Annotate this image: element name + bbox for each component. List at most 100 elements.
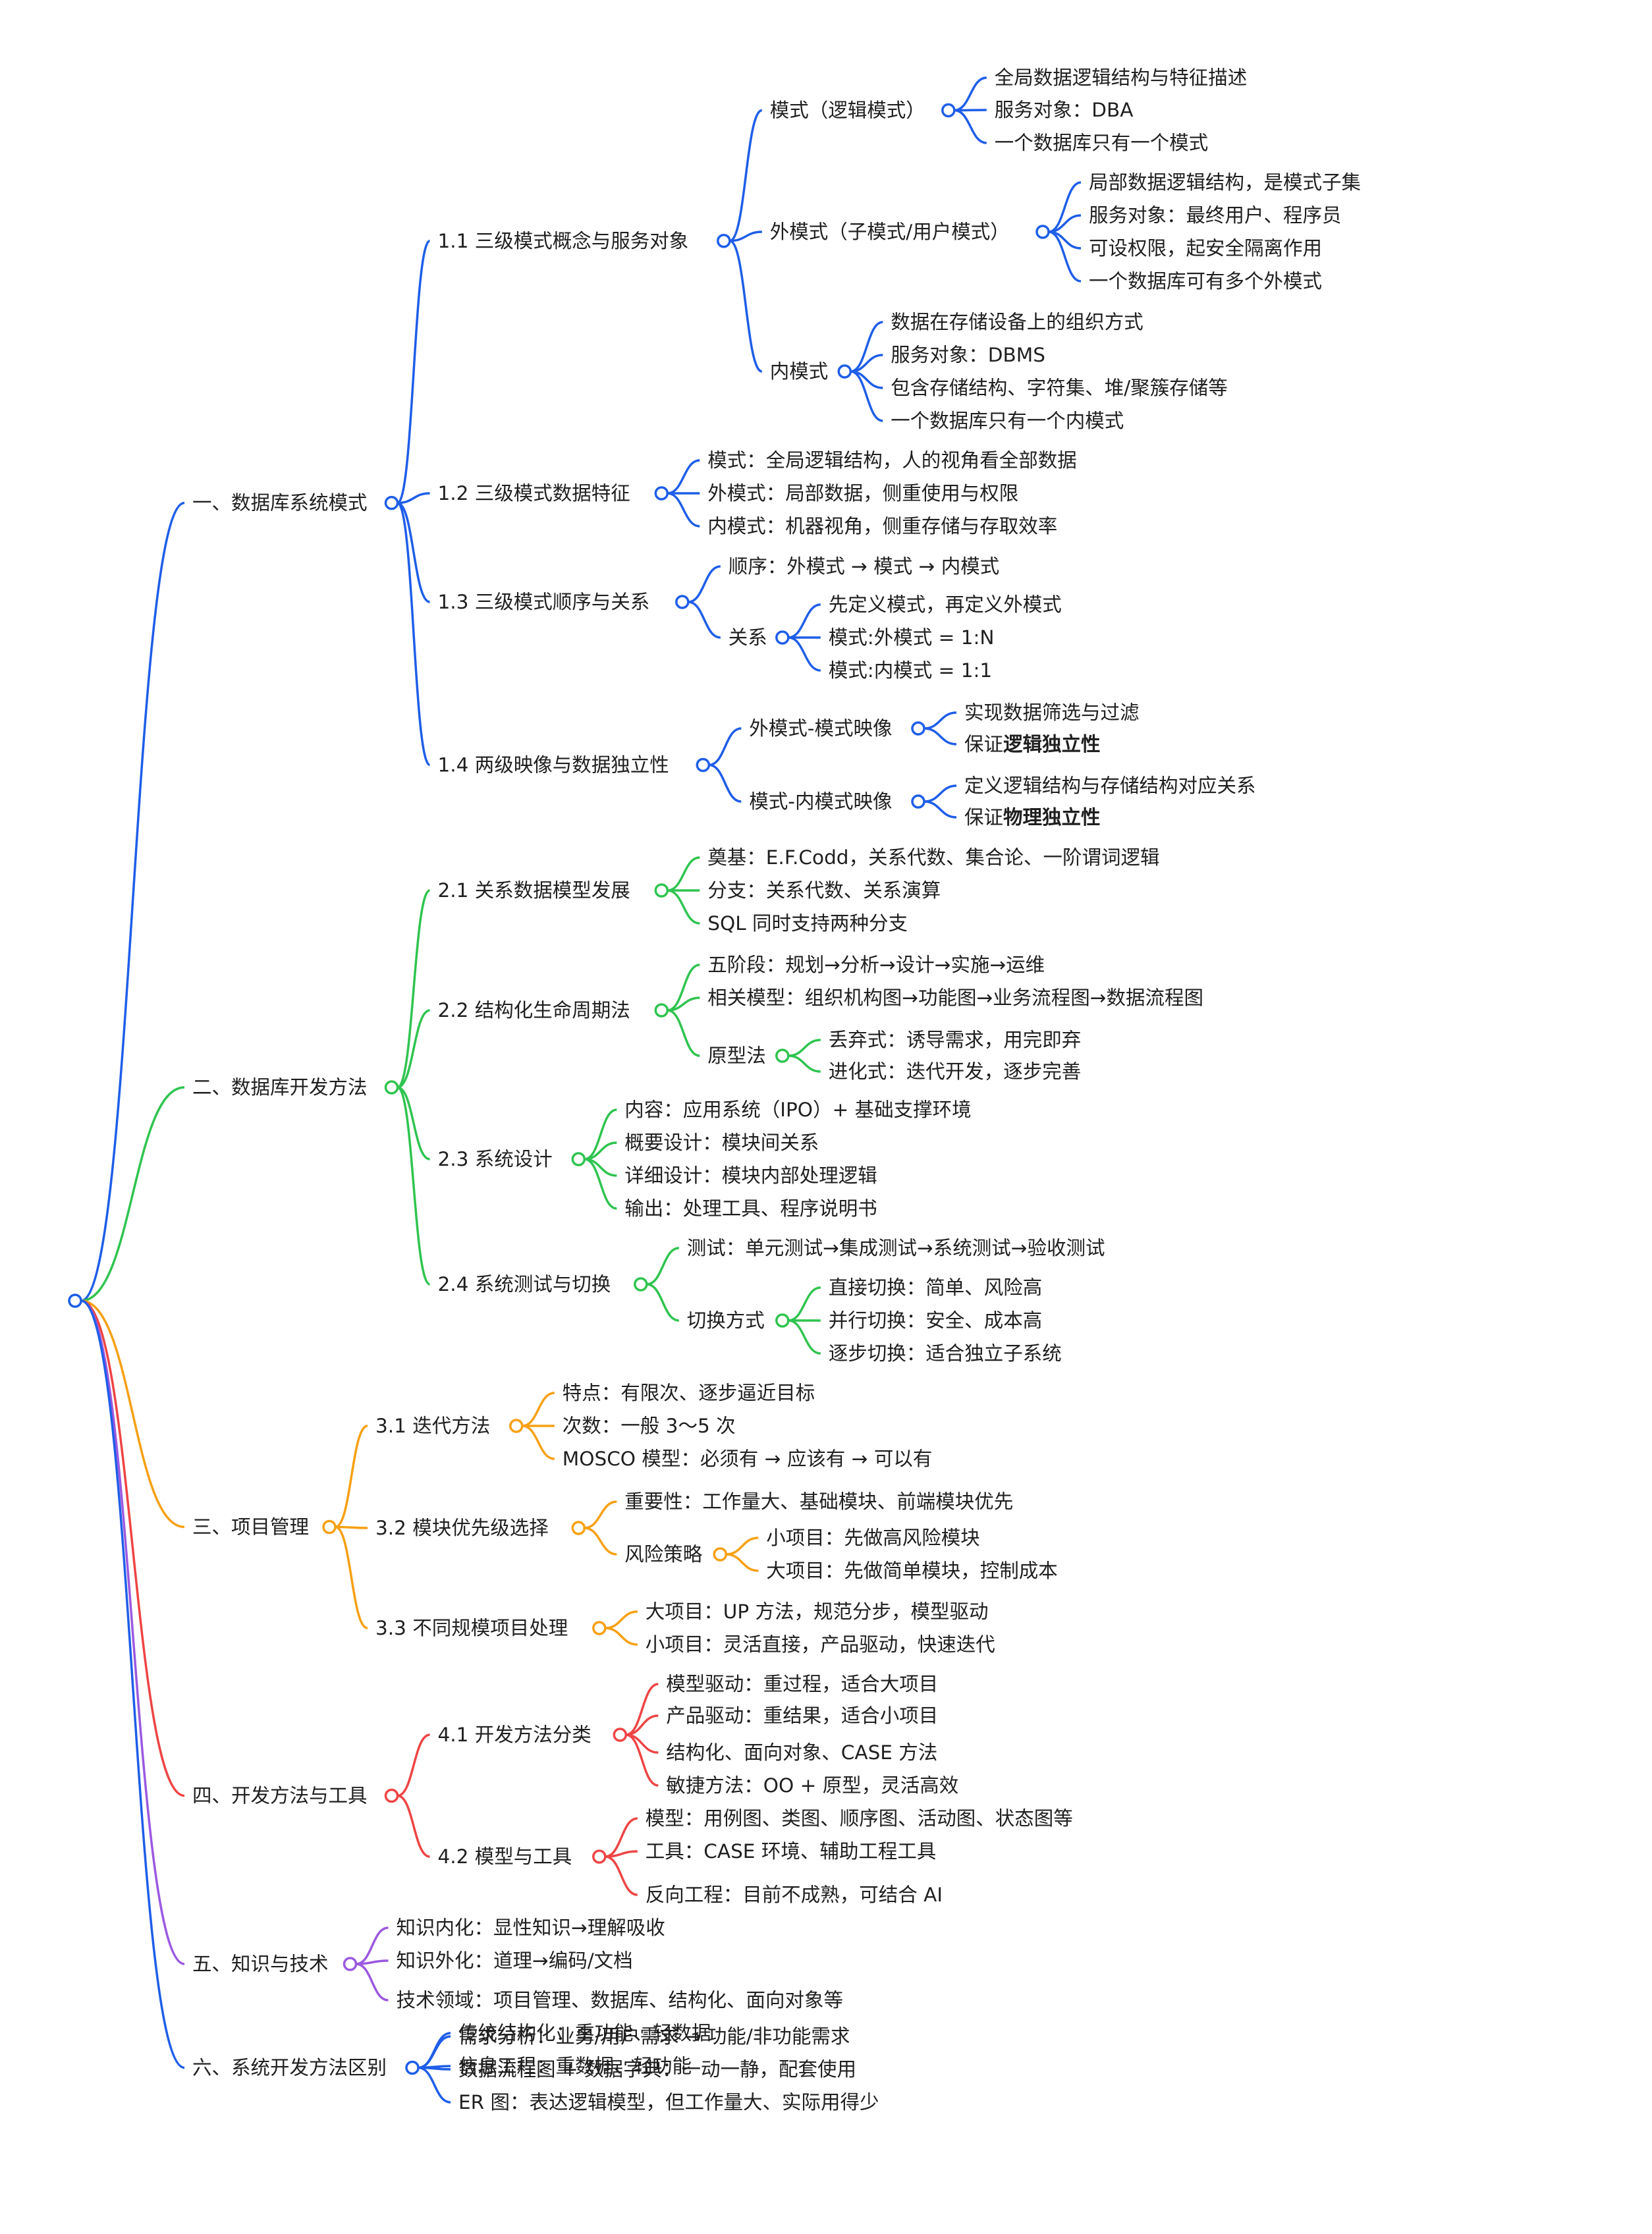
node-label[interactable]: 1.4 两级映像与数据独立性	[438, 754, 669, 776]
node-label[interactable]: 大项目：UP 方法，规范分步，模型驱动	[646, 1600, 989, 1623]
node-label[interactable]: 丢弃式：诱导需求，用完即弃	[829, 1029, 1082, 1051]
node-label[interactable]: 风险策略	[624, 1543, 703, 1566]
node-label[interactable]: 2.3 系统设计	[438, 1148, 553, 1170]
node-label[interactable]: 模式:内模式 = 1:1	[829, 659, 992, 682]
node-label[interactable]: 外模式-模式映像	[749, 717, 892, 740]
node-label[interactable]: 2.1 关系数据模型发展	[438, 879, 630, 902]
root-node-dot[interactable]	[68, 1294, 82, 1308]
node-toggle-dot[interactable]	[713, 1547, 728, 1562]
branch-toggle-dot[interactable]	[384, 495, 399, 510]
node-toggle-dot[interactable]	[654, 486, 669, 501]
node-label[interactable]: 需求分析：业务/用户需求 → 功能/非功能需求	[458, 2025, 850, 2048]
node-label[interactable]: 次数：一般 3～5 次	[563, 1415, 736, 1437]
node-label[interactable]: 数据流程图 + 数据字典：一动一静，配套使用	[458, 2058, 856, 2081]
node-toggle-dot[interactable]	[717, 234, 731, 248]
node-toggle-dot[interactable]	[654, 1003, 669, 1018]
node-label[interactable]: 输出：处理工具、程序说明书	[624, 1197, 877, 1220]
node-toggle-dot[interactable]	[571, 1152, 586, 1166]
node-label[interactable]: 知识内化：显性知识→理解吸收	[397, 1917, 665, 1939]
node-label[interactable]: 小项目：灵活直接，产品驱动，快速迭代	[646, 1633, 995, 1656]
node-label[interactable]: 2.2 结构化生命周期法	[438, 999, 630, 1022]
node-label[interactable]: 实现数据筛选与过滤	[964, 701, 1140, 724]
node-label[interactable]: 概要设计：模块间关系	[624, 1131, 819, 1154]
node-label[interactable]: 3.1 迭代方法	[375, 1415, 490, 1437]
node-toggle-dot[interactable]	[592, 1621, 607, 1635]
branch-toggle-dot[interactable]	[384, 1080, 399, 1095]
node-label[interactable]: 奠基：E.F.Codd，关系代数、集合论、一阶谓词逻辑	[707, 846, 1159, 869]
node-label[interactable]: 外模式（子模式/用户模式）	[770, 221, 1010, 243]
node-label[interactable]: 信息工程：重数据、轻功能	[458, 2055, 692, 2077]
node-label[interactable]: 结构化、面向对象、CASE 方法	[666, 1741, 937, 1764]
node-label[interactable]: 4.1 开发方法分类	[438, 1724, 592, 1746]
node-toggle-dot[interactable]	[696, 757, 711, 773]
node-label[interactable]: 内容：应用系统（IPO）+ 基础支撑环境	[624, 1099, 971, 1121]
node-toggle-dot[interactable]	[571, 1521, 586, 1535]
node-label[interactable]: 2.4 系统测试与切换	[438, 1273, 611, 1295]
node-label[interactable]: 1.1 三级模式概念与服务对象	[438, 230, 689, 252]
node-label[interactable]: 模式：全局逻辑结构，人的视角看全部数据	[707, 449, 1077, 472]
node-label[interactable]: 模式:外模式 = 1:N	[829, 626, 995, 649]
node-label[interactable]: 技术领域：项目管理、数据库、结构化、面向对象等	[397, 1989, 844, 2011]
node-label[interactable]: 内模式：机器视角，侧重存储与存取效率	[707, 515, 1057, 537]
node-label[interactable]: 模型驱动：重过程，适合大项目	[666, 1673, 938, 1695]
node-label[interactable]: 切换方式	[687, 1309, 765, 1332]
node-label[interactable]: 小项目：先做高风险模块	[766, 1527, 980, 1549]
node-label[interactable]: 一个数据库可有多个外模式	[1089, 270, 1322, 292]
node-toggle-dot[interactable]	[775, 1313, 790, 1328]
node-label[interactable]: 四、开发方法与工具	[192, 1785, 368, 1807]
node-label[interactable]: SQL 同时支持两种分支	[707, 912, 908, 935]
node-toggle-dot[interactable]	[675, 595, 690, 609]
node-toggle-dot[interactable]	[941, 103, 956, 118]
node-label[interactable]: 二、数据库开发方法	[192, 1076, 368, 1099]
node-label[interactable]: 五阶段：规划→分析→设计→实施→运维	[707, 954, 1045, 976]
node-label[interactable]: 敏捷方法：OO + 原型，灵活高效	[666, 1774, 958, 1797]
node-label[interactable]: 一个数据库只有一个内模式	[891, 410, 1124, 432]
node-label[interactable]: 产品驱动：重结果，适合小项目	[666, 1704, 938, 1727]
node-label[interactable]: 模型：用例图、类图、顺序图、活动图、状态图等	[646, 1807, 1073, 1830]
node-label[interactable]: 进化式：迭代开发，逐步完善	[829, 1060, 1082, 1083]
node-label[interactable]: 保证逻辑独立性	[964, 733, 1101, 755]
node-label[interactable]: 3.2 模块优先级选择	[375, 1517, 549, 1539]
node-toggle-dot[interactable]	[1035, 225, 1050, 239]
node-label[interactable]: 外模式：局部数据，侧重使用与权限	[707, 482, 1018, 504]
node-toggle-dot[interactable]	[634, 1277, 648, 1292]
node-label[interactable]: 工具：CASE 环境、辅助工程工具	[646, 1840, 937, 1863]
node-label[interactable]: 顺序：外模式 → 模式 → 内模式	[729, 555, 999, 578]
node-label[interactable]: 六、系统开发方法区别	[192, 2057, 387, 2079]
node-label[interactable]: 1.2 三级模式数据特征	[438, 482, 630, 504]
node-toggle-dot[interactable]	[775, 630, 790, 645]
node-toggle-dot[interactable]	[509, 1419, 524, 1433]
node-label[interactable]: 测试：单元测试→集成测试→系统测试→验收测试	[687, 1237, 1105, 1259]
node-label[interactable]: 服务对象：DBA	[995, 99, 1134, 121]
node-toggle-dot[interactable]	[654, 883, 669, 898]
node-label[interactable]: 内模式	[770, 360, 829, 383]
node-label[interactable]: 关系	[729, 626, 767, 649]
node-toggle-dot[interactable]	[911, 794, 925, 809]
branch-toggle-dot[interactable]	[343, 1957, 358, 1971]
node-label[interactable]: 直接切换：简单、风险高	[829, 1276, 1043, 1299]
branch-toggle-dot[interactable]	[405, 2060, 420, 2075]
node-label[interactable]: 大项目：先做简单模块，控制成本	[766, 1560, 1058, 1582]
node-toggle-dot[interactable]	[911, 721, 925, 736]
node-label[interactable]: 定义逻辑结构与存储结构对应关系	[964, 775, 1256, 797]
node-label[interactable]: 反向工程：目前不成熟，可结合 AI	[646, 1884, 943, 1906]
node-label[interactable]: 分支：关系代数、关系演算	[707, 879, 941, 902]
node-label[interactable]: 模式（逻辑模式）	[770, 99, 925, 122]
node-label[interactable]: 一个数据库只有一个模式	[995, 132, 1209, 154]
node-label[interactable]: 1.3 三级模式顺序与关系	[438, 591, 650, 613]
node-toggle-dot[interactable]	[613, 1728, 628, 1742]
node-toggle-dot[interactable]	[837, 364, 852, 379]
node-label[interactable]: 包含存储结构、字符集、堆/聚簇存储等	[891, 377, 1227, 399]
node-label[interactable]: 知识外化：道理→编码/文档	[397, 1949, 633, 1972]
node-label[interactable]: 相关模型：组织机构图→功能图→业务流程图→数据流程图	[707, 987, 1203, 1009]
node-label[interactable]: ER 图：表达逻辑模型，但工作量大、实际用得少	[458, 2091, 879, 2113]
node-label[interactable]: MOSCO 模型：必须有 → 应该有 → 可以有	[563, 1448, 933, 1470]
node-label[interactable]: 局部数据逻辑结构，是模式子集	[1089, 171, 1361, 194]
branch-toggle-dot[interactable]	[322, 1519, 337, 1535]
node-label[interactable]: 模式-内模式映像	[749, 790, 892, 813]
node-label[interactable]: 全局数据逻辑结构与特征描述	[995, 67, 1248, 89]
node-label[interactable]: 保证物理独立性	[964, 806, 1101, 829]
node-label[interactable]: 并行切换：安全、成本高	[829, 1309, 1043, 1332]
branch-toggle-dot[interactable]	[384, 1788, 399, 1803]
node-label[interactable]: 三、项目管理	[192, 1516, 309, 1539]
